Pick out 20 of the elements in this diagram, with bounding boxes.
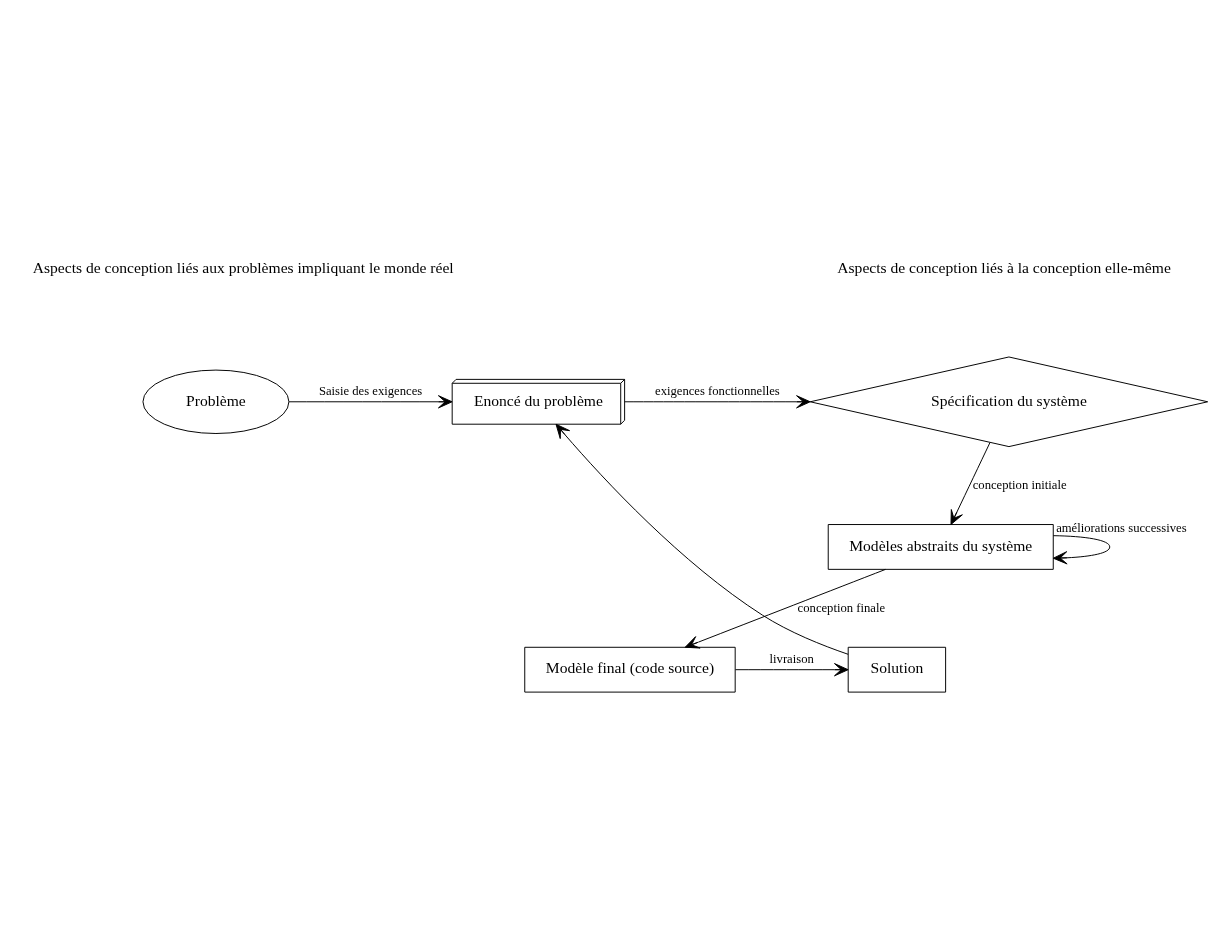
edge-label: conception initiale (972, 477, 1067, 492)
edge-label: exigences fonctionnelles (655, 383, 780, 398)
arrow (288, 394, 453, 408)
edge-label: livraison (769, 651, 814, 666)
arrow (555, 423, 849, 655)
label: Aspects de conception liés aux problèmes impliquant le monde réel (32, 258, 454, 276)
node-box: Modèle final (code source) (524, 646, 736, 693)
arrow (624, 394, 811, 408)
edge-label: Saisie des exigences (318, 383, 423, 398)
edge-label: améliorations successives (1056, 520, 1187, 535)
arrow (735, 662, 849, 676)
arrow (950, 441, 991, 525)
label: Aspects de conception liés à la conception elle-même (837, 258, 1171, 276)
node-diamond: Spécification du système (809, 356, 1209, 447)
node-box: Solution (847, 646, 947, 693)
node-ellipse: Problème (142, 369, 290, 434)
arrow (684, 568, 887, 649)
edge-label: conception finale (797, 600, 886, 615)
arrow (1052, 534, 1111, 564)
node-box: Modèles abstraits du système (827, 523, 1054, 570)
